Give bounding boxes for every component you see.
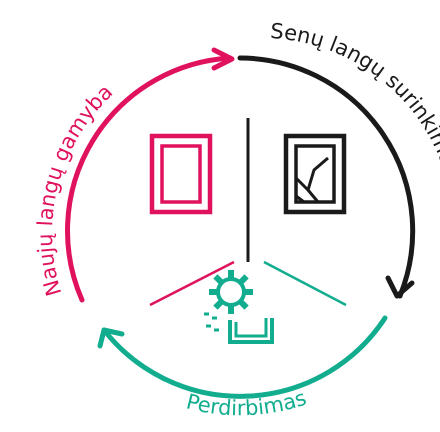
new-window-icon [149, 133, 213, 215]
production-arrowhead [211, 47, 235, 71]
collection-arc [240, 58, 413, 296]
divider-right [263, 260, 347, 307]
recycling-arc [104, 318, 385, 396]
collection-arrowhead [385, 275, 415, 299]
recycling-gear-icon [204, 270, 274, 344]
recycling-arrowhead [97, 327, 125, 349]
broken-window-icon [283, 133, 347, 215]
production-label: Naujų langų gamyba [33, 80, 117, 299]
divider-left [149, 260, 235, 307]
